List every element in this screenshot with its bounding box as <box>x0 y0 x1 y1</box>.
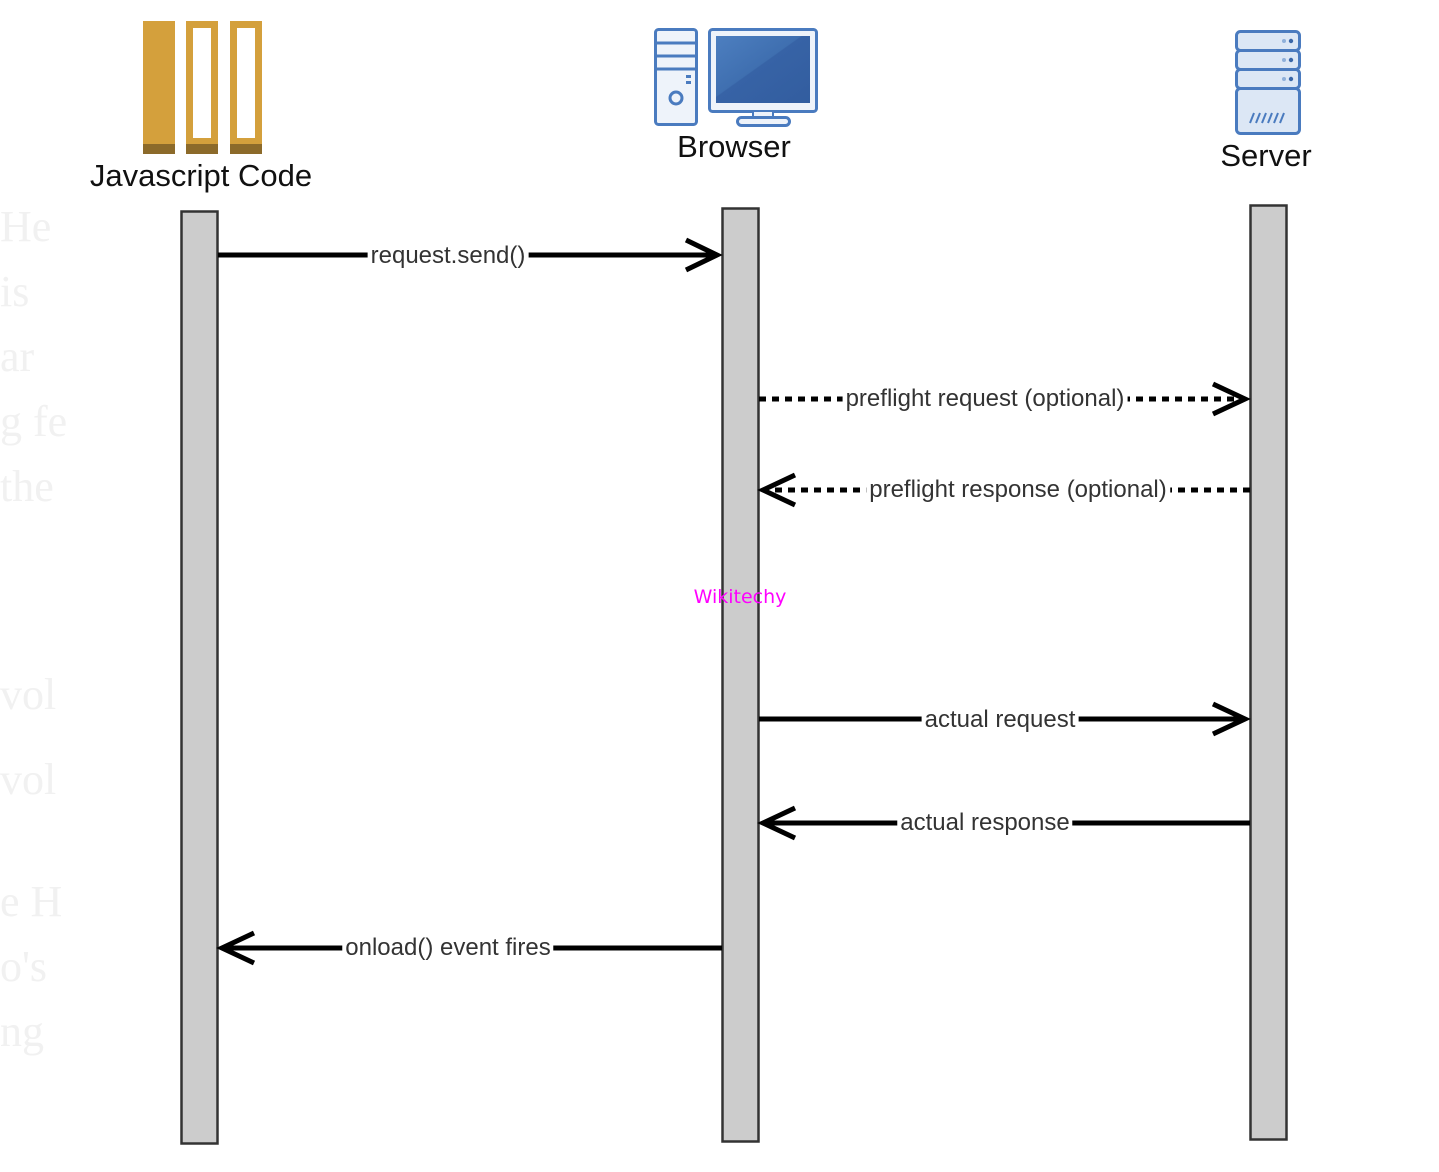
message-label-preflight-response: preflight response (optional) <box>866 476 1170 504</box>
ghost-text: the <box>0 462 54 511</box>
ghost-text: ng <box>0 1007 44 1056</box>
lifeline-browser <box>721 207 760 1143</box>
ghost-text: e H <box>0 877 63 926</box>
lifeline-javascript-code <box>180 210 219 1145</box>
lifeline-server <box>1249 204 1288 1141</box>
message-arrow-preflight-request <box>759 381 1251 417</box>
message-label-preflight-request: preflight request (optional) <box>842 385 1128 413</box>
ghost-text: vol <box>0 670 57 719</box>
actor-label-javascript-code: Javascript Code <box>89 158 313 193</box>
actor-label-server: Server <box>1220 138 1312 173</box>
ghost-text: He <box>0 202 52 251</box>
message-label-actual-response: actual response <box>897 809 1073 837</box>
message-label-onload: onload() event fires <box>342 934 554 962</box>
actor-label-browser: Browser <box>677 129 791 164</box>
ghost-text: vol <box>0 755 57 804</box>
ghost-text: g fe <box>0 397 68 446</box>
message-label-request-send: request.send() <box>367 242 529 270</box>
books-icon <box>143 21 262 154</box>
computer-icon <box>654 28 818 127</box>
ghost-text: is <box>0 267 30 316</box>
ghost-text: ar <box>0 332 35 381</box>
watermark: Wikitechy <box>693 586 787 608</box>
server-icon <box>1235 30 1301 135</box>
ghost-text: o's <box>0 942 48 991</box>
message-label-actual-request: actual request <box>921 706 1079 734</box>
